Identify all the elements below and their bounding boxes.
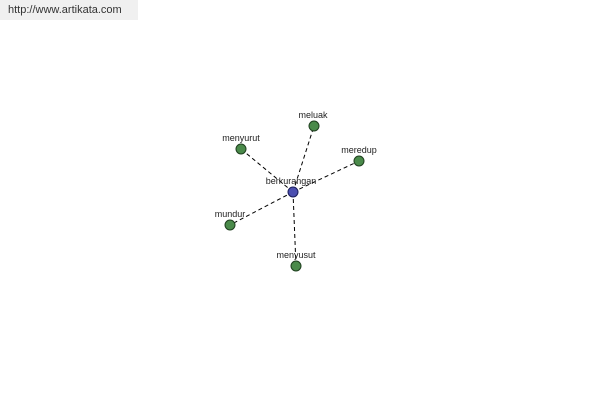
node-menyusut[interactable]: menyusut [276, 250, 316, 272]
node-label-menyusut: menyusut [276, 250, 316, 260]
node-label-meluak: meluak [298, 110, 328, 120]
edge-mundur [229, 191, 294, 226]
node-label-center: berkurangan [266, 176, 317, 186]
node-mundur[interactable]: mundur [215, 209, 246, 231]
edge-meredup [292, 160, 360, 193]
node-label-meredup: meredup [341, 145, 377, 155]
site-url[interactable]: http://www.artikata.com [0, 0, 138, 20]
edge-meluak [292, 125, 315, 193]
node-label-mundur: mundur [215, 209, 246, 219]
edge-menyurut [240, 148, 294, 193]
node-menyurut[interactable]: menyurut [222, 133, 260, 155]
edge-menyusut [292, 191, 297, 267]
node-center[interactable]: berkurangan [266, 176, 317, 198]
node-label-menyurut: menyurut [222, 133, 260, 143]
node-meredup[interactable]: meredup [341, 145, 377, 167]
node-meluak[interactable]: meluak [298, 110, 328, 132]
